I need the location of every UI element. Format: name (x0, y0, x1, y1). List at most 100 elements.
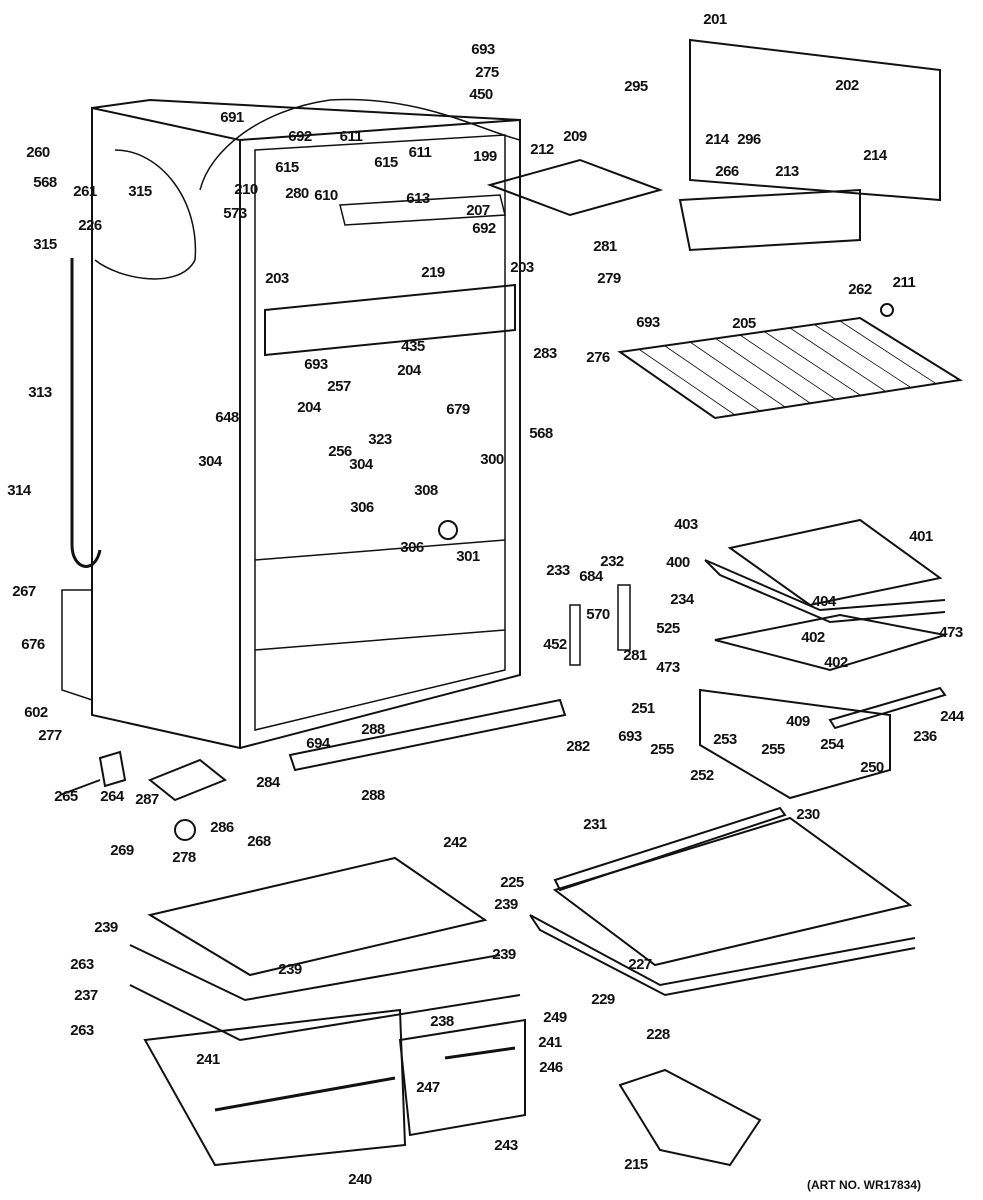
part-callout: 694 (306, 735, 330, 752)
crisper-drawer-243 (398, 1018, 526, 1137)
part-callout: 301 (456, 548, 480, 565)
part-callout: 256 (328, 443, 352, 460)
part-callout: 679 (446, 401, 470, 418)
part-callout: 409 (786, 713, 810, 730)
part-callout: 239 (494, 896, 518, 913)
part-callout: 261 (73, 183, 97, 200)
part-callout: 234 (670, 591, 694, 608)
part-callout: 236 (913, 728, 937, 745)
part-callout: 648 (215, 409, 239, 426)
part-callout: 263 (70, 1022, 94, 1039)
side-panel (61, 589, 93, 702)
part-callout: 201 (703, 11, 727, 28)
ice-bin (678, 188, 861, 252)
part-callout: 202 (835, 77, 859, 94)
part-callout: 266 (715, 163, 739, 180)
part-callout: 279 (597, 270, 621, 287)
part-callout: 315 (128, 183, 152, 200)
part-callout: 267 (12, 583, 36, 600)
leveler-287 (148, 758, 227, 802)
part-callout: 230 (796, 806, 820, 823)
part-callout: 241 (196, 1051, 220, 1068)
glass-shelf-401 (727, 518, 943, 607)
part-callout: 204 (397, 362, 421, 379)
part-callout: 276 (586, 349, 610, 366)
part-callout: 203 (265, 270, 289, 287)
part-callout: 254 (820, 736, 844, 753)
part-callout: 300 (480, 451, 504, 468)
part-callout: 570 (586, 606, 610, 623)
part-callout: 283 (533, 345, 557, 362)
part-callout: 435 (401, 338, 425, 355)
part-callout: 282 (566, 738, 590, 755)
part-callout: 473 (939, 624, 963, 641)
part-callout: 264 (100, 788, 124, 805)
part-callout: 573 (223, 205, 247, 222)
part-callout: 214 (705, 131, 729, 148)
control-housing (199, 98, 521, 191)
part-callout: 249 (543, 1009, 567, 1026)
part-callout: 304 (198, 453, 222, 470)
wheel-278 (174, 819, 196, 841)
part-callout: 203 (510, 259, 534, 276)
roller-264 (59, 750, 127, 796)
crisper-shelf-402 (714, 613, 946, 672)
part-callout: 304 (349, 456, 373, 473)
part-callout: 250 (860, 759, 884, 776)
part-callout: 288 (361, 787, 385, 804)
part-callout: 284 (256, 774, 280, 791)
part-callout: 262 (848, 281, 872, 298)
part-callout: 676 (21, 636, 45, 653)
part-callout: 275 (475, 64, 499, 81)
part-callout: 242 (443, 834, 467, 851)
door-bin-215 (618, 1068, 762, 1167)
part-callout: 287 (135, 791, 159, 808)
part-callout: 610 (314, 187, 338, 204)
crisper-drawer-240 (143, 1008, 407, 1167)
part-callout: 684 (579, 568, 603, 585)
part-callout: 233 (546, 562, 570, 579)
part-callout: 402 (801, 629, 825, 646)
part-callout: 401 (909, 528, 933, 545)
handle-247 (214, 1046, 516, 1112)
part-callout: 693 (471, 41, 495, 58)
part-callout: 246 (539, 1059, 563, 1076)
part-callout: 268 (247, 833, 271, 850)
part-callout: 693 (304, 356, 328, 373)
part-callout: 611 (339, 128, 363, 145)
part-callout: 227 (628, 956, 652, 973)
part-callout: 615 (374, 154, 398, 171)
part-callout: 253 (713, 731, 737, 748)
part-callout: 452 (543, 636, 567, 653)
kickplate (288, 698, 567, 772)
wire-shelf (617, 316, 963, 420)
part-callout: 692 (288, 128, 312, 145)
part-callout: 263 (70, 956, 94, 973)
part-callout: 613 (406, 190, 430, 207)
part-callout: 265 (54, 788, 78, 805)
part-callout: 323 (368, 431, 392, 448)
cabinet-outline (91, 98, 521, 750)
part-callout: 252 (690, 767, 714, 784)
part-callout: 207 (466, 202, 490, 219)
part-callout: 296 (737, 131, 761, 148)
part-callout: 692 (472, 220, 496, 237)
part-callout: 255 (650, 741, 674, 758)
water-tube (70, 258, 102, 568)
part-callout: 229 (591, 991, 615, 1008)
part-callout: 611 (408, 144, 432, 161)
part-callout: 251 (631, 700, 655, 717)
part-callout: 404 (812, 593, 836, 610)
part-callout: 269 (110, 842, 134, 859)
part-callout: 257 (327, 378, 351, 395)
part-callout: 308 (414, 482, 438, 499)
part-callout: 247 (416, 1079, 440, 1096)
part-callout: 568 (529, 425, 553, 442)
part-callout: 400 (666, 554, 690, 571)
part-callout: 255 (761, 741, 785, 758)
part-callout: 204 (297, 399, 321, 416)
part-callout: 214 (863, 147, 887, 164)
part-211 (880, 303, 894, 317)
cabinet-inner (254, 134, 506, 731)
